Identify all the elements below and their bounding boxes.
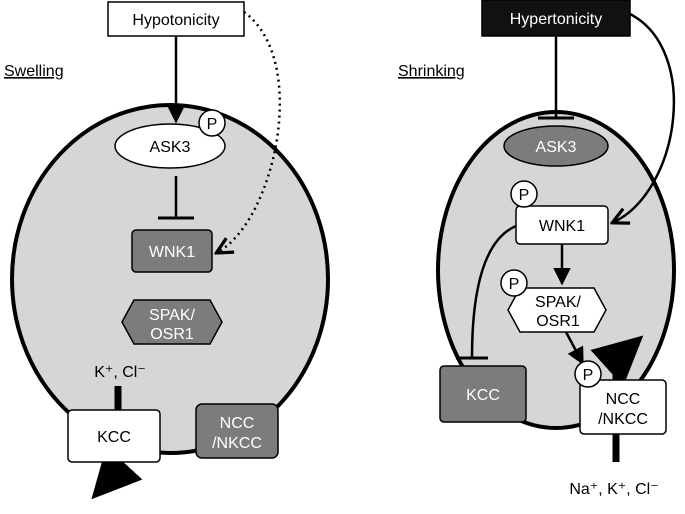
ncc-nkcc-inactive-transporter bbox=[195, 403, 279, 459]
swelling-panel: Swelling Hypotonicity ASK3 P WNK1 SPAK/ … bbox=[4, 1, 330, 500]
shrinking-panel: Shrinking Hypertonicity ASK3 WNK1 P SPAK… bbox=[398, 0, 676, 498]
ask3-phospho-circle bbox=[198, 109, 226, 137]
wnk1-inactive-box bbox=[131, 229, 213, 273]
spak-active-label-line1: SPAK/ bbox=[535, 294, 582, 311]
hypotonicity-box bbox=[107, 1, 245, 37]
ask3-inactive-label: ASK3 bbox=[536, 139, 577, 156]
spak-to-ncc-arrow bbox=[564, 331, 584, 366]
spak-phospho-circle bbox=[500, 269, 528, 297]
ask3-inactive-node bbox=[503, 125, 609, 167]
hypotonicity-to-wnk1-dotted-arrow bbox=[218, 10, 282, 252]
ncc-influx-ions-label: Na⁺, K⁺, Cl⁻ bbox=[569, 481, 658, 498]
hypotonicity-label: Hypotonicity bbox=[132, 12, 219, 29]
wnk1-active-label: WNK1 bbox=[539, 218, 585, 235]
shrinking-label: Shrinking bbox=[398, 63, 465, 80]
hypertonicity-label: Hypertonicity bbox=[510, 11, 602, 28]
ncc-label-line2: /NKCC bbox=[212, 435, 262, 452]
kcc-label: KCC bbox=[97, 429, 131, 446]
kcc-inactive-transporter bbox=[439, 365, 527, 423]
ask3-phospho-label: P bbox=[207, 116, 218, 133]
kcc-efflux-ions-label: K⁺, Cl⁻ bbox=[94, 364, 146, 381]
spak-label-line1: SPAK/ bbox=[149, 307, 196, 324]
ncc-active-label-line2: /NKCC bbox=[598, 411, 648, 428]
kcc-active-transporter bbox=[67, 409, 161, 463]
wnk1-phospho-circle bbox=[510, 180, 538, 208]
ask3-active-node bbox=[114, 123, 226, 169]
spak-active-label-line2: OSR1 bbox=[536, 313, 580, 330]
wnk1-inhibits-kcc-line bbox=[470, 224, 517, 359]
kcc-inactive-label: KCC bbox=[466, 387, 500, 404]
spak-phospho-label: P bbox=[509, 276, 520, 293]
ncc-phospho-circle bbox=[574, 360, 602, 388]
spak-label-line2: OSR1 bbox=[150, 326, 194, 343]
ask3-label: ASK3 bbox=[150, 139, 191, 156]
swelling-label: Swelling bbox=[4, 63, 64, 80]
ncc-label-line1: NCC bbox=[220, 415, 255, 432]
ncc-active-label-line1: NCC bbox=[606, 391, 641, 408]
spak-osr1-inactive-node bbox=[121, 299, 223, 345]
wnk1-phospho-label: P bbox=[519, 187, 530, 204]
wnk1-label: WNK1 bbox=[149, 244, 195, 261]
hypertonicity-to-wnk1-arrow bbox=[614, 12, 676, 222]
swelling-cell bbox=[10, 103, 330, 455]
ncc-nkcc-active-transporter bbox=[579, 379, 667, 435]
ncc-phospho-label: P bbox=[583, 367, 594, 384]
